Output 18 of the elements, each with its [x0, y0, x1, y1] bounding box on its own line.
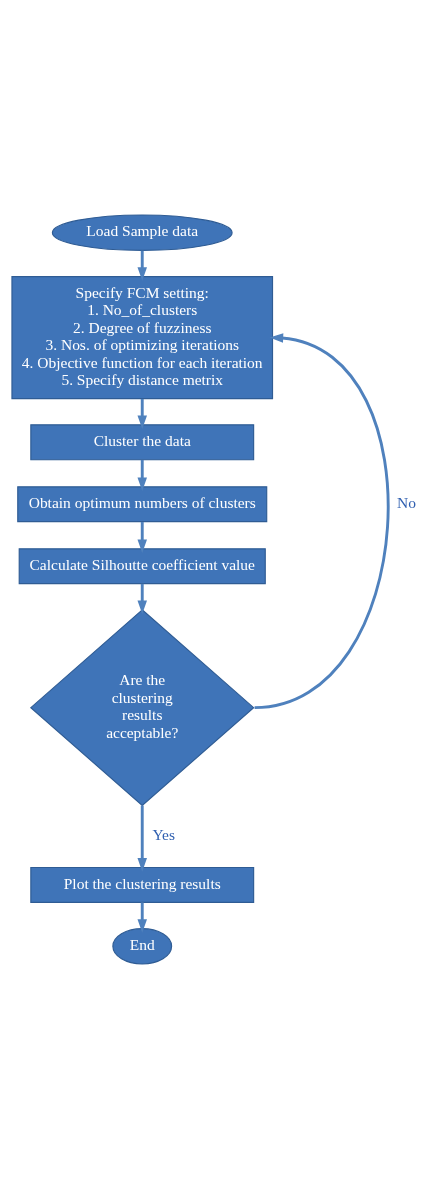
- node-box: Calculate Silhoutte coefficient value: [18, 547, 266, 584]
- node-box: Specify FCM setting: 1. No_of_clusters 2. Degree of fuzziness 3. Nos. of optimizing iterations 4. Objective function for each iteration 5. Specify distance metrix: [11, 275, 274, 399]
- edge-label: Yes: [152, 825, 175, 843]
- arrow: [254, 332, 389, 709]
- node-box: Plot the clustering results: [30, 866, 255, 903]
- arrow: [137, 805, 147, 872]
- edge-label: No: [396, 493, 416, 511]
- arrow: [137, 459, 147, 491]
- arrow: [137, 901, 147, 933]
- node-box: Obtain optimum numbers of clusters: [17, 485, 268, 522]
- node-diamond: Are the clustering results acceptable?: [29, 608, 255, 806]
- arrow: [137, 583, 147, 614]
- arrow: [137, 250, 147, 281]
- node-ellipse: End: [112, 927, 173, 965]
- arrow: [137, 398, 147, 429]
- arrow: [137, 521, 147, 553]
- node-ellipse: Load Sample data: [51, 213, 233, 251]
- node-box: Cluster the data: [30, 423, 255, 460]
